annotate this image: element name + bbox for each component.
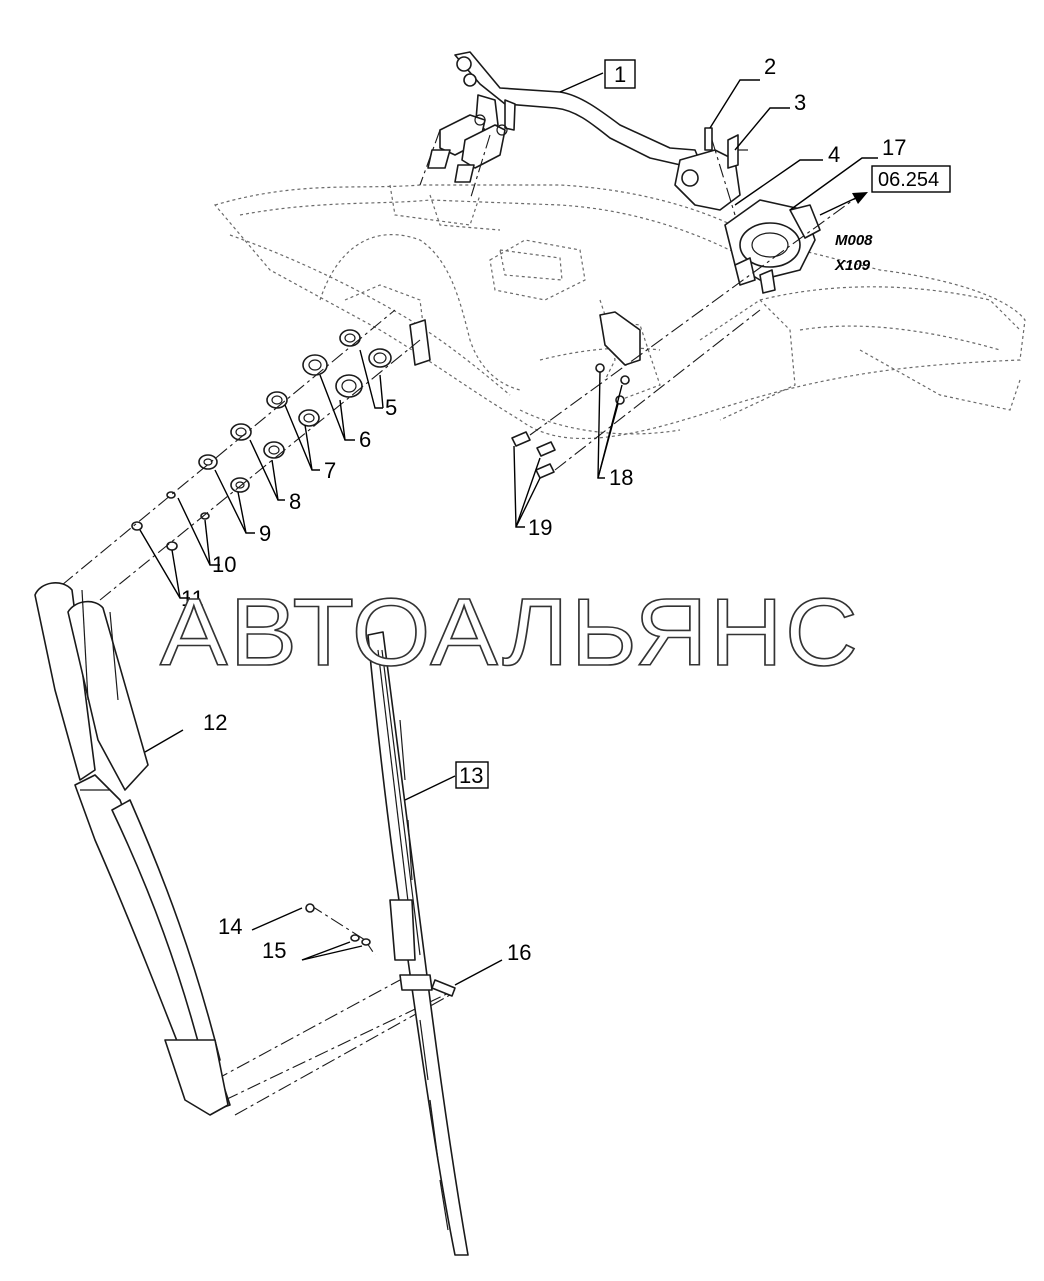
callout-8: 8 bbox=[289, 489, 301, 514]
blade-hardware bbox=[305, 903, 456, 997]
callout-12: 12 bbox=[203, 710, 227, 735]
callout-labels: 1 2 3 4 17 5 6 7 8 9 10 11 18 19 12 13 1… bbox=[181, 54, 906, 965]
callout-18: 18 bbox=[609, 465, 633, 490]
assembly-axes bbox=[61, 129, 861, 1116]
callout-7: 7 bbox=[324, 458, 336, 483]
wiper-motor bbox=[724, 199, 821, 294]
wiper-linkage bbox=[427, 51, 701, 183]
reference-box bbox=[871, 165, 951, 193]
callout-9: 9 bbox=[259, 521, 271, 546]
motor-code: M008 bbox=[835, 232, 873, 249]
callout-14: 14 bbox=[218, 914, 242, 939]
mounting-bracket bbox=[409, 311, 641, 366]
callout-5: 5 bbox=[385, 395, 397, 420]
watermark: АВТОАЛЬЯНС bbox=[160, 579, 860, 686]
callout-17: 17 bbox=[882, 135, 906, 160]
wiper-blade bbox=[367, 631, 469, 1256]
washer-stack-upper bbox=[131, 329, 361, 531]
washer-stack-lower bbox=[166, 348, 392, 551]
leader-lines bbox=[139, 72, 878, 986]
screws bbox=[511, 363, 630, 479]
callout-box-13 bbox=[455, 761, 489, 789]
callout-10: 10 bbox=[212, 552, 236, 577]
reference-arrow bbox=[852, 192, 868, 204]
callout-2: 2 bbox=[764, 54, 776, 79]
wiper-arm bbox=[34, 582, 231, 1116]
connector-code: X109 bbox=[834, 257, 871, 274]
callout-4: 4 bbox=[828, 142, 840, 167]
callout-15: 15 bbox=[262, 938, 286, 963]
motor-bracket bbox=[674, 127, 748, 211]
reference-label: 06.254 bbox=[878, 169, 939, 191]
callout-16: 16 bbox=[507, 940, 531, 965]
callout-1: 1 bbox=[614, 62, 626, 87]
callout-6: 6 bbox=[359, 427, 371, 452]
cross-reference: 06.254 M008 X109 bbox=[819, 165, 951, 274]
callout-19: 19 bbox=[528, 515, 552, 540]
callout-box-1 bbox=[604, 59, 636, 89]
callout-3: 3 bbox=[794, 90, 806, 115]
callout-11: 11 bbox=[181, 586, 204, 611]
callout-13: 13 bbox=[459, 763, 483, 788]
